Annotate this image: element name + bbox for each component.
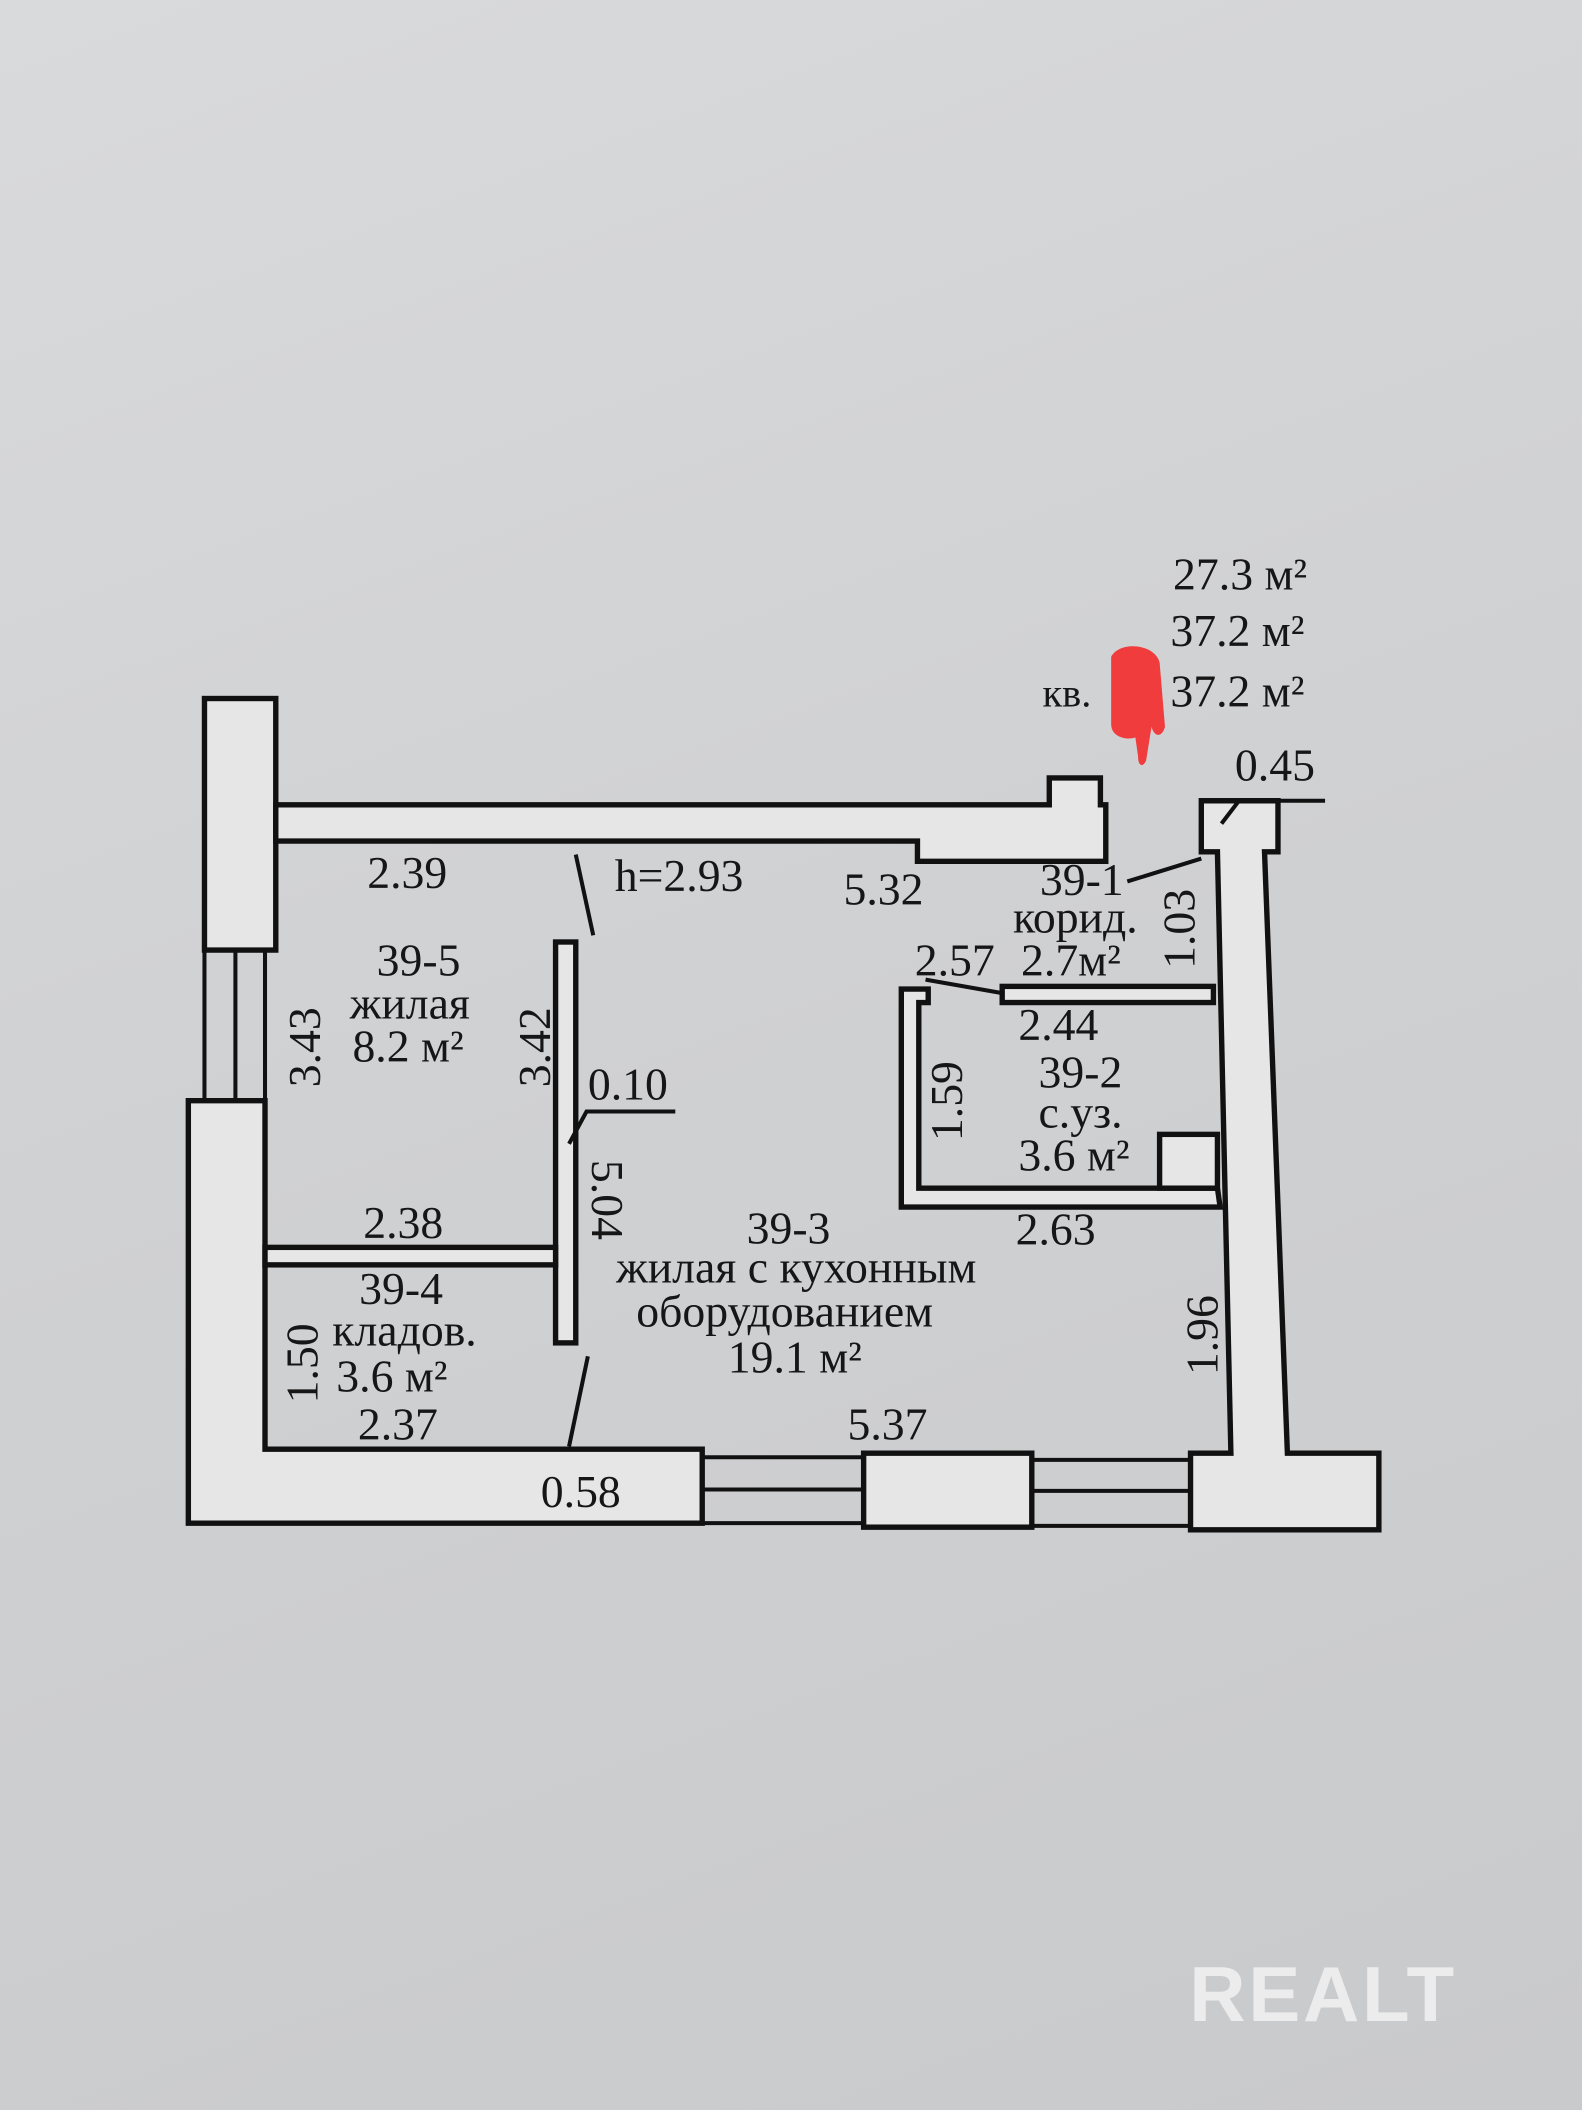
dim-2-38: 2.38 — [363, 1197, 443, 1248]
redaction-mark — [1111, 646, 1165, 766]
room-39-4-name: кладов. — [332, 1305, 476, 1356]
dim-5-04: 5.04 — [582, 1160, 633, 1240]
room-39-3-area: 19.1 м² — [728, 1331, 862, 1382]
dim-5-37: 5.37 — [848, 1399, 928, 1450]
room-39-5-area: 8.2 м² — [352, 1021, 463, 1072]
room-39-3-name-1: жилая с кухонным — [615, 1241, 976, 1292]
windows — [202, 950, 1191, 1528]
leader-0-45 — [1219, 798, 1326, 825]
bathroom-wall — [898, 986, 1224, 1210]
room-39-1-area: 2.7м² — [1021, 935, 1121, 986]
wall-bottom-pier — [860, 1450, 1035, 1530]
room-39-3-id: 39-3 — [747, 1202, 831, 1253]
wall-right — [1187, 798, 1382, 1533]
room-39-3-name-2: оборудованием — [636, 1286, 933, 1337]
dim-1-59: 1.59 — [921, 1061, 972, 1141]
leader-0-10 — [567, 1109, 676, 1145]
dim-1-96: 1.96 — [1176, 1295, 1227, 1375]
window-left — [202, 950, 268, 1101]
living-area-total: 27.3 м² — [1173, 549, 1307, 600]
dim-0-10: 0.10 — [588, 1058, 668, 1109]
dim-0-58: 0.58 — [541, 1466, 621, 1517]
room-39-5-name: жилая — [349, 978, 470, 1029]
wall-left-upper — [201, 695, 279, 953]
dim-5-32: 5.32 — [843, 863, 923, 914]
room-39-5-id: 39-5 — [377, 935, 461, 986]
bathroom-top-wall — [999, 983, 1217, 1006]
dim-2-37: 2.37 — [358, 1399, 438, 1450]
bathroom-fixture — [1156, 1131, 1221, 1191]
dim-2-57: 2.57 — [915, 935, 995, 986]
dim-1-03: 1.03 — [1154, 889, 1205, 969]
dim-0-45: 0.45 — [1235, 740, 1315, 791]
room-39-1-id: 39-1 — [1040, 854, 1124, 905]
total-area: 37.2 м² — [1170, 605, 1304, 656]
apartment-area: 37.2 м² — [1170, 666, 1304, 717]
wall-top — [273, 775, 1109, 864]
ceiling-height: h=2.93 — [615, 850, 744, 901]
dim-2-44: 2.44 — [1018, 999, 1098, 1050]
dim-3-43: 3.43 — [279, 1007, 330, 1087]
room-39-4-id: 39-4 — [359, 1263, 443, 1314]
window-bottom-left — [702, 1455, 864, 1526]
window-bottom-right — [1031, 1457, 1191, 1528]
dim-3-42: 3.42 — [509, 1007, 560, 1087]
room-39-2-id: 39-2 — [1039, 1046, 1123, 1097]
partition-wall — [552, 939, 579, 1346]
apartment-prefix: кв. — [1043, 671, 1092, 716]
leader-2-57 — [925, 977, 1003, 996]
walls — [185, 695, 1382, 1533]
doors-and-leaders — [567, 798, 1326, 1447]
room-39-4-area: 3.6 м² — [336, 1350, 447, 1401]
realt-watermark: REALT — [1189, 1950, 1457, 2038]
dim-2-39: 2.39 — [367, 847, 447, 898]
leader-39-1 — [1126, 856, 1202, 884]
closet-wall — [262, 1244, 559, 1268]
dim-1-50: 1.50 — [276, 1323, 327, 1403]
door-room-39-5 — [573, 854, 596, 936]
room-39-2-name: с.уз. — [1039, 1087, 1123, 1138]
door-room-39-4 — [567, 1355, 590, 1447]
room-39-1-name: корид. — [1013, 892, 1138, 943]
dim-2-63: 2.63 — [1016, 1204, 1096, 1255]
room-39-2-area: 3.6 м² — [1018, 1130, 1129, 1181]
